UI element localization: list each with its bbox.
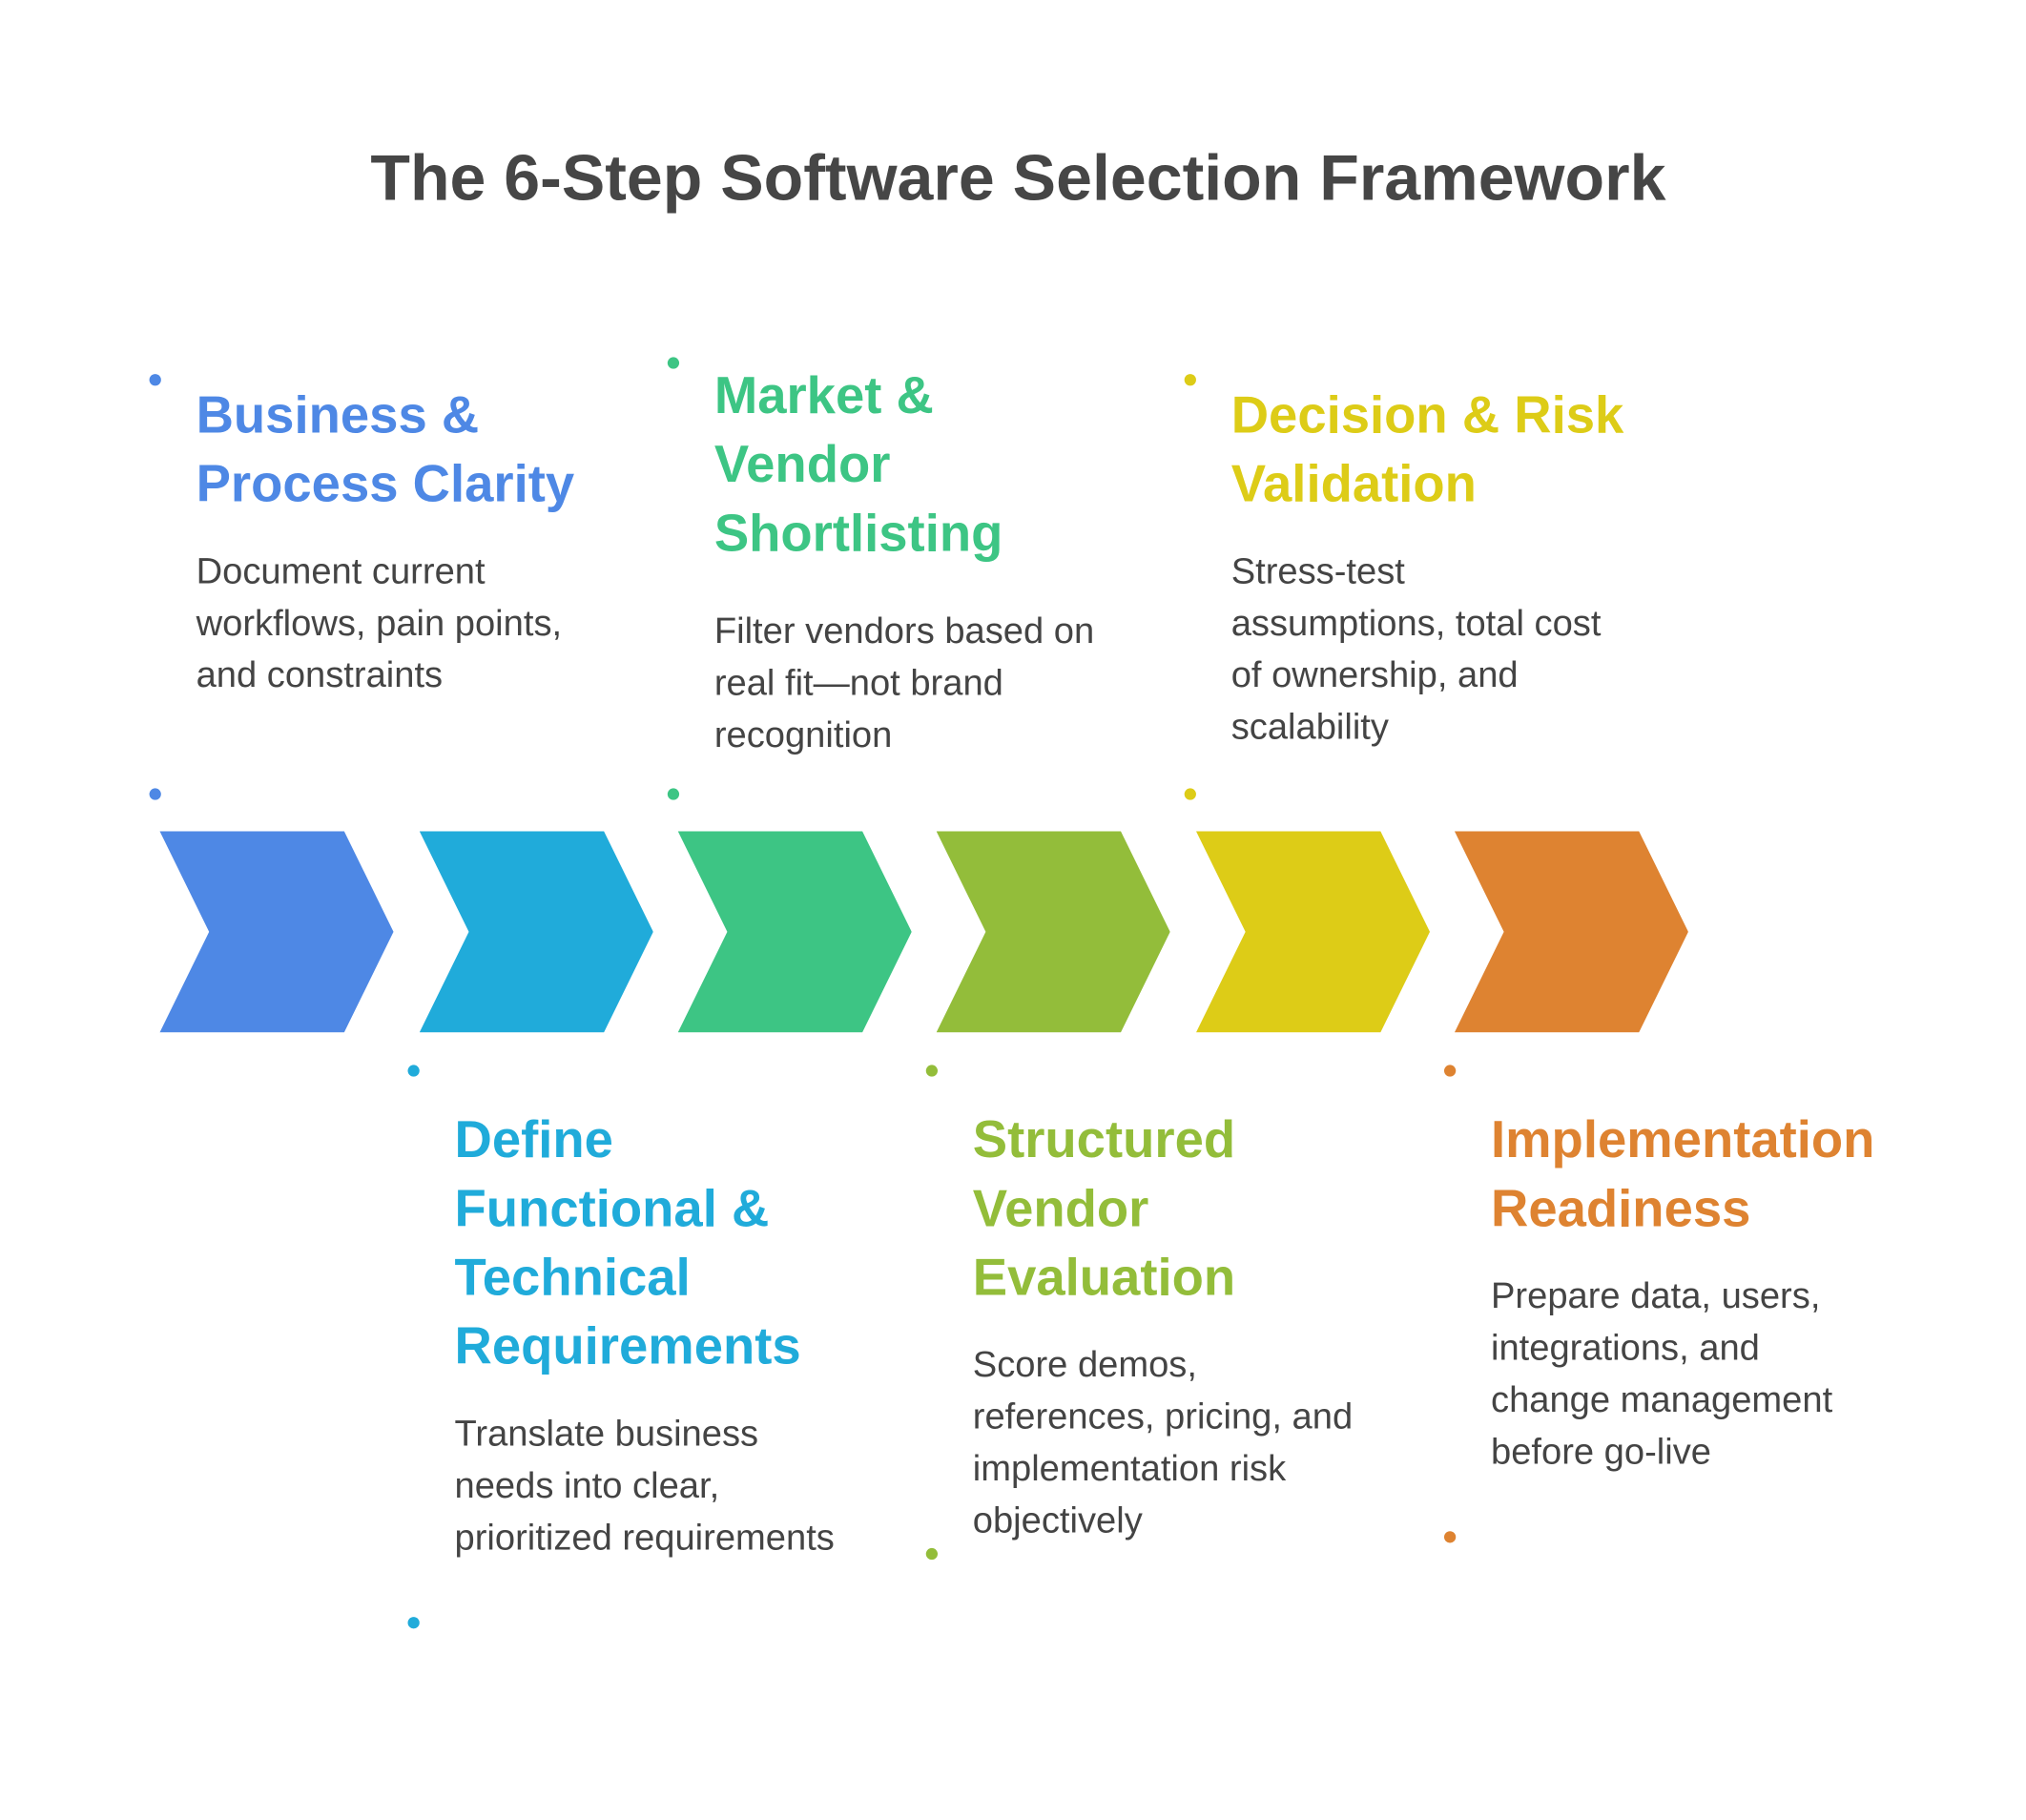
step-5-title: Decision & Risk Validation (1230, 386, 1624, 513)
step-2: Define Functional & Technical Requiremen… (455, 1106, 844, 1563)
step-3: Market & Vendor Shortlisting Filter vend… (713, 362, 1094, 761)
step-1-dot-top (149, 374, 161, 386)
step-4: Structured Vendor Evaluation Score demos… (972, 1106, 1353, 1547)
step-1: Business & Process Clarity Document curr… (196, 382, 612, 701)
step-3-title: Market & Vendor Shortlisting (713, 367, 1003, 563)
step-1-description: Document current workflows, pain points,… (196, 550, 563, 695)
step-1-dot-bottom (149, 788, 161, 800)
step-5-chevron (1195, 831, 1431, 1033)
step-2-title: Define Functional & Technical Requiremen… (454, 1111, 801, 1375)
step-2-description: Translate business needs into clear, pri… (454, 1413, 835, 1558)
step-6-dot-bottom (1443, 1531, 1457, 1543)
step-5-description: Stress-test assumptions, total cost of o… (1230, 550, 1602, 747)
step-6-chevron (1454, 831, 1688, 1033)
step-6-description: Prepare data, users, integrations, and c… (1491, 1274, 1833, 1472)
step-3-description: Filter vendors based on real fit—not bra… (713, 610, 1095, 755)
step-5-dot-top (1184, 374, 1196, 386)
step-4-dot-bottom (925, 1547, 939, 1561)
diagram-title: The 6-Step Software Selection Framework (370, 141, 1666, 215)
step-2-chevron (419, 831, 653, 1033)
step-2-dot-top (407, 1065, 420, 1077)
step-6-dot-top (1443, 1065, 1457, 1077)
step-4-chevron (936, 831, 1170, 1033)
step-1-chevron (159, 831, 394, 1033)
step-3-dot-bottom (667, 788, 680, 800)
step-5-dot-bottom (1184, 788, 1196, 800)
step-3-chevron (677, 831, 912, 1033)
step-6-title: Implementation Readiness (1491, 1111, 1875, 1238)
step-6: Implementation Readiness Prepare data, u… (1491, 1106, 1933, 1478)
step-5: Decision & Risk Validation Stress-test a… (1231, 382, 1660, 753)
step-4-description: Score demos, references, pricing, and im… (972, 1344, 1354, 1541)
step-4-title: Structured Vendor Evaluation (972, 1111, 1236, 1307)
step-1-title: Business & Process Clarity (196, 386, 575, 513)
step-3-dot-top (667, 357, 680, 369)
step-2-dot-bottom (407, 1617, 420, 1629)
step-4-dot-top (925, 1065, 939, 1077)
